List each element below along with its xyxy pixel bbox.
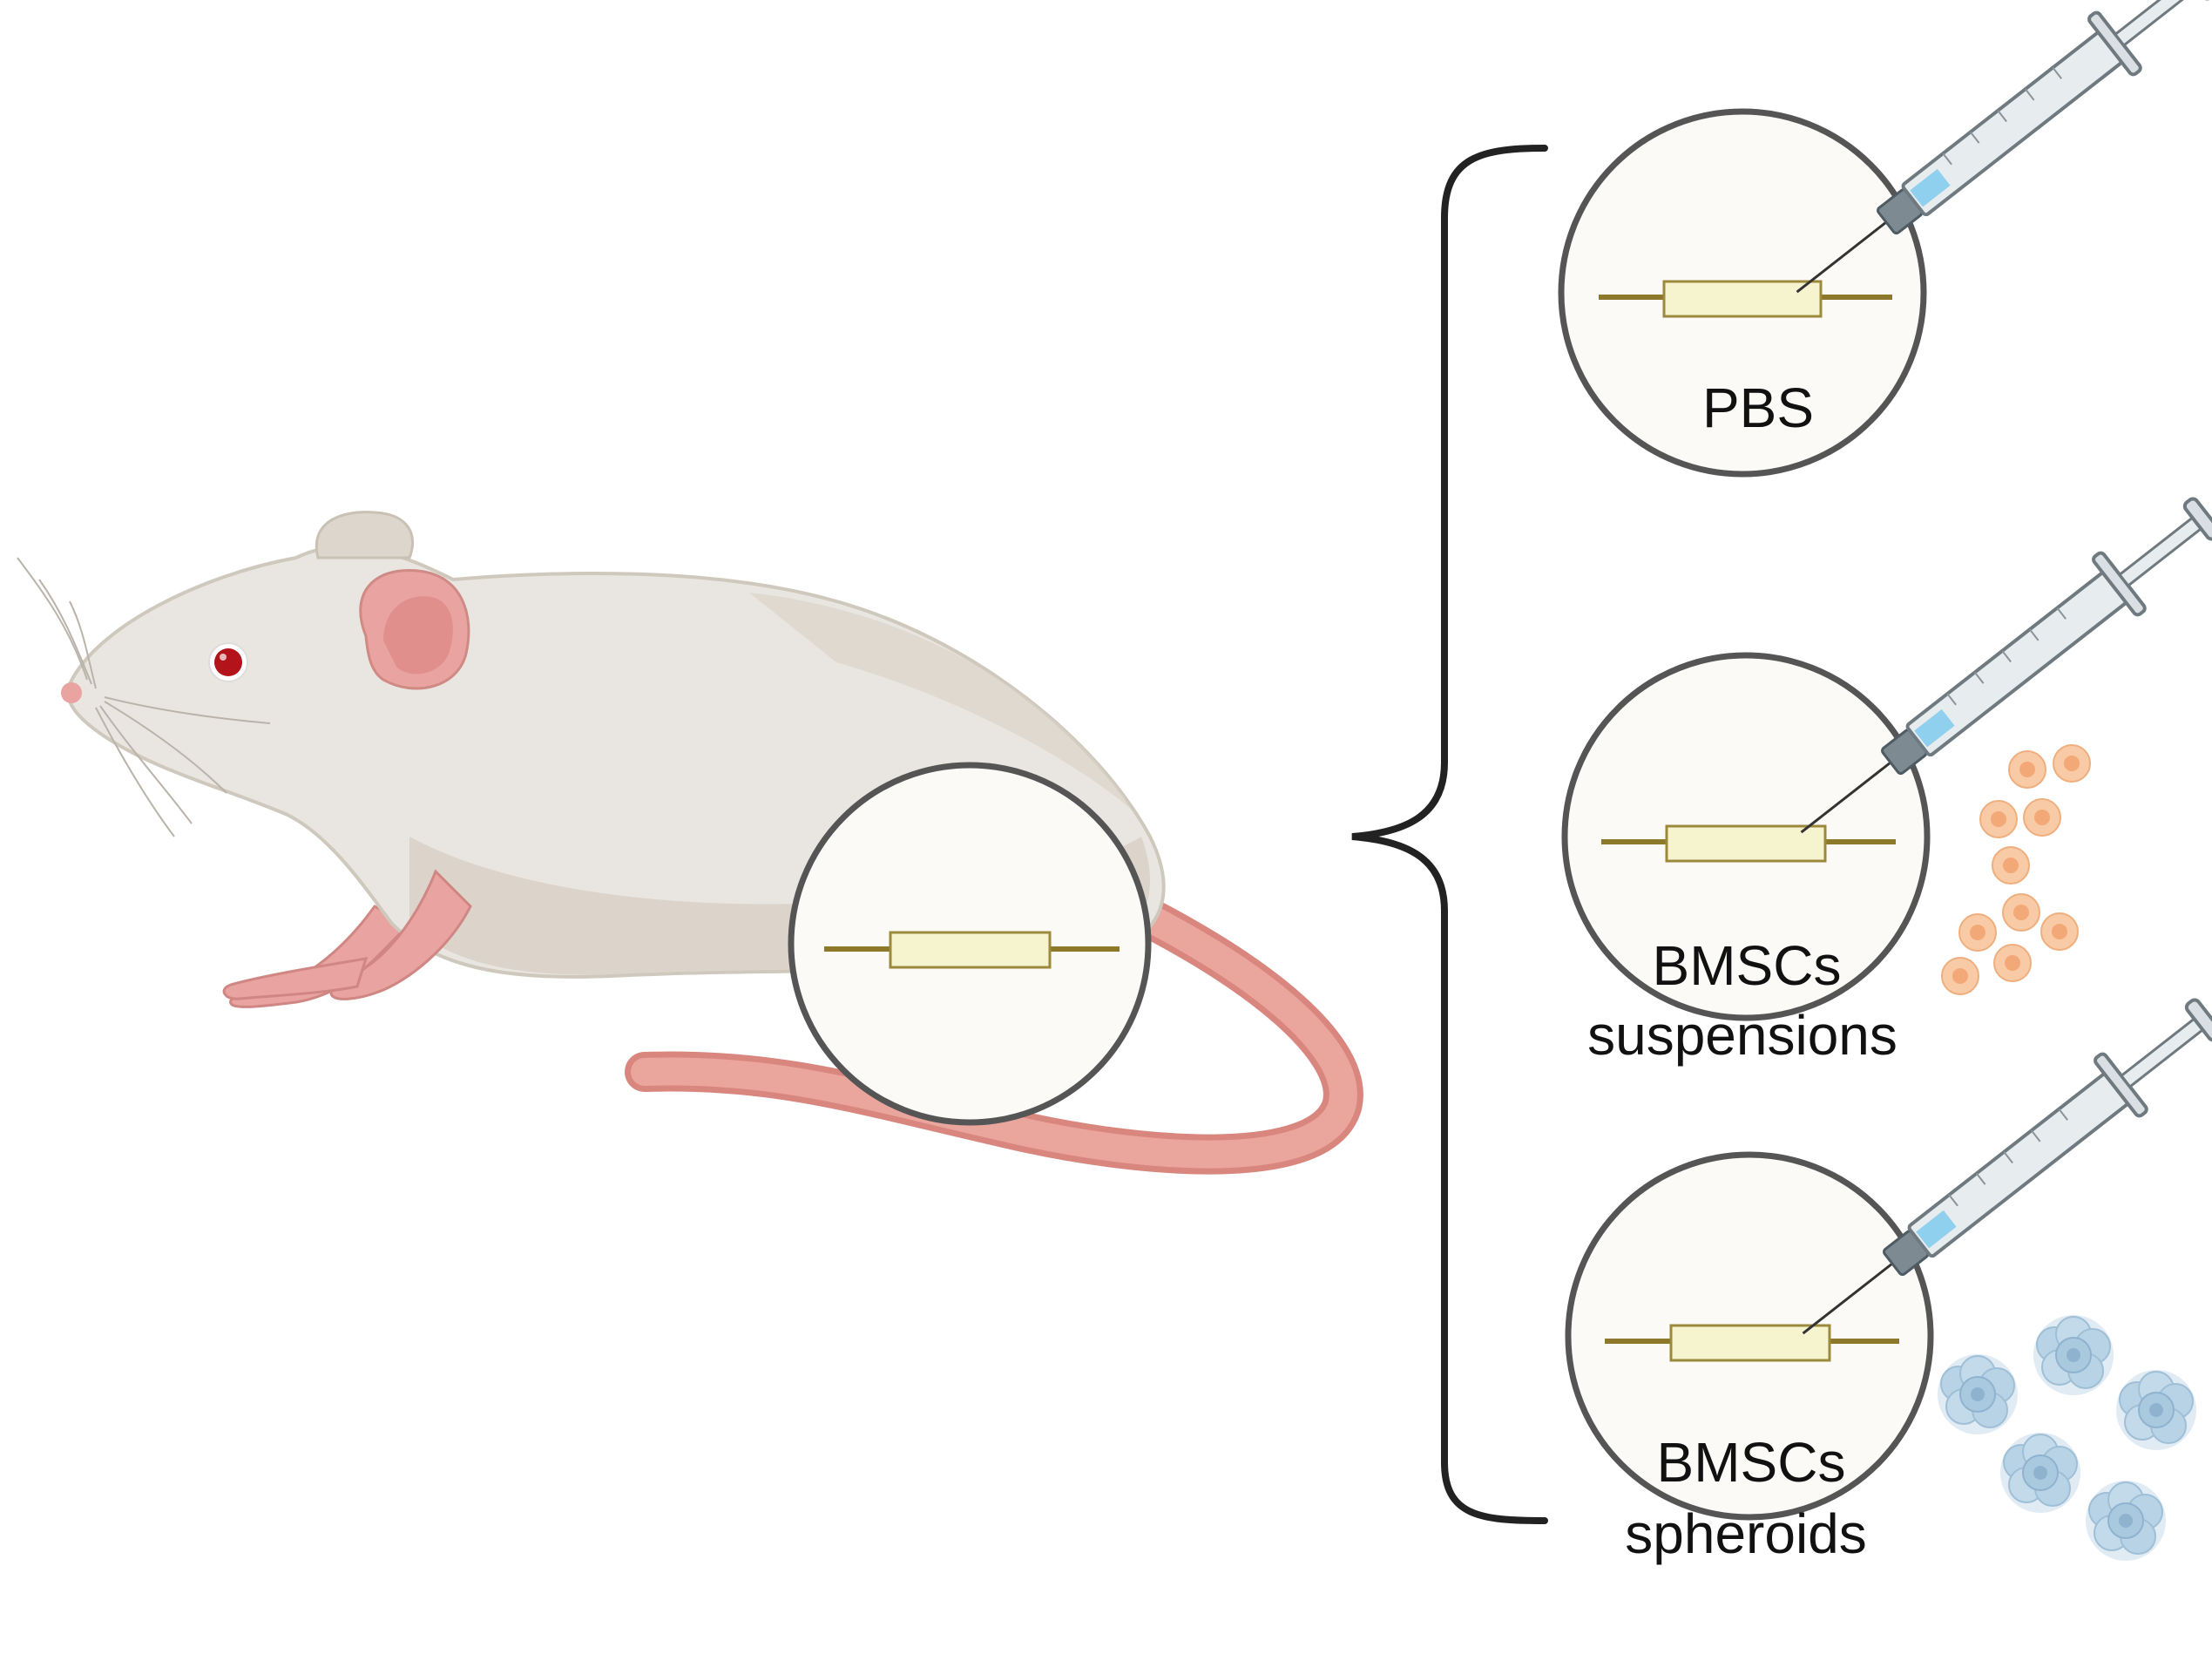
group-bmsc-spheroids: BMSCs spheroids [1565,985,2212,1565]
mouse-whiskers [17,557,271,837]
cell-icon [2008,750,2046,789]
group-pbs: PBS [1558,0,2212,478]
mouse-front-paw [222,957,369,1000]
group-bracket [1351,145,1548,1524]
spheroid-icon [2115,1369,2197,1451]
cell-icon [2023,798,2061,837]
group-label-line: spheroids [1625,1502,1867,1565]
mouse-back-ear [315,511,415,559]
bmsc-single-cells [1941,744,2091,995]
cell-icon [1958,913,1997,952]
group-label: BMSCs [1653,934,1842,997]
group-label-line: suspensions [1587,1004,1897,1067]
spheroid-icon [2085,1480,2167,1562]
mouse-nose [61,682,82,703]
implant-icon [1669,1324,1831,1362]
cell-icon [1979,800,2018,838]
group-label-line: BMSCs [1653,934,1842,997]
cell-icon [1992,846,2030,885]
mouse-icon [17,511,1363,1175]
bmsc-spheroid-cells [1937,1314,2197,1562]
group-label: spheroids [1625,1502,1867,1565]
spheroid-icon [1937,1353,2019,1435]
group-label: BMSCs [1657,1431,1846,1494]
cell-icon [2002,893,2040,932]
group-label-line: PBS [1702,376,1814,439]
cell-icon [2040,912,2079,951]
cell-icon [1941,957,1979,995]
group-label-line: BMSCs [1657,1431,1846,1494]
group-bmsc-suspensions: BMSCs suspensions [1561,484,2212,1067]
cell-icon [1993,944,2032,982]
spheroid-icon [1999,1432,2081,1514]
mouse-front-leg [329,869,472,1000]
implant-icon [889,931,1052,969]
group-label: PBS [1702,376,1814,439]
spheroid-icon [2033,1314,2114,1396]
implant-icon [1662,280,1823,318]
cell-icon [2053,744,2091,783]
implant-icon [1665,824,1827,863]
group-label: suspensions [1587,1004,1897,1067]
mouse-implant-circle [788,762,1152,1126]
